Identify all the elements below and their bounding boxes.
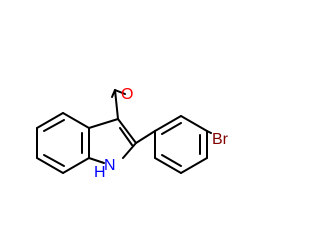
hydrogen-label: H bbox=[94, 164, 106, 181]
double-bond-inner bbox=[43, 119, 65, 132]
nitrogen-label: N bbox=[104, 157, 116, 174]
bond bbox=[154, 157, 182, 174]
double-bond-inner bbox=[43, 154, 65, 167]
molecule-canvas: O Br N H bbox=[36, 86, 229, 181]
bond bbox=[62, 157, 90, 174]
bond bbox=[206, 130, 212, 134]
bond bbox=[111, 89, 116, 98]
benzene-ring-right bbox=[135, 115, 212, 174]
bond bbox=[88, 118, 119, 129]
bond bbox=[122, 142, 137, 159]
double-bond-inner bbox=[161, 154, 182, 167]
bond bbox=[62, 112, 90, 129]
bond bbox=[36, 112, 64, 129]
aldehyde-group bbox=[111, 89, 126, 120]
bond bbox=[117, 118, 137, 144]
bromine-label: Br bbox=[212, 131, 229, 148]
bond bbox=[154, 115, 182, 132]
structure-diagram: O Br N H bbox=[36, 86, 229, 181]
bond bbox=[36, 157, 64, 174]
double-bond-inner bbox=[161, 122, 182, 135]
bond bbox=[135, 130, 156, 144]
bond bbox=[180, 157, 208, 174]
pyrrole-ring bbox=[88, 118, 137, 164]
benzene-ring-left bbox=[36, 112, 90, 174]
oxygen-label: O bbox=[121, 86, 133, 103]
bond bbox=[114, 89, 119, 120]
bond bbox=[88, 157, 105, 164]
bond bbox=[180, 115, 208, 132]
double-bond-inner bbox=[119, 127, 133, 146]
carbonyl-bond bbox=[114, 89, 126, 95]
